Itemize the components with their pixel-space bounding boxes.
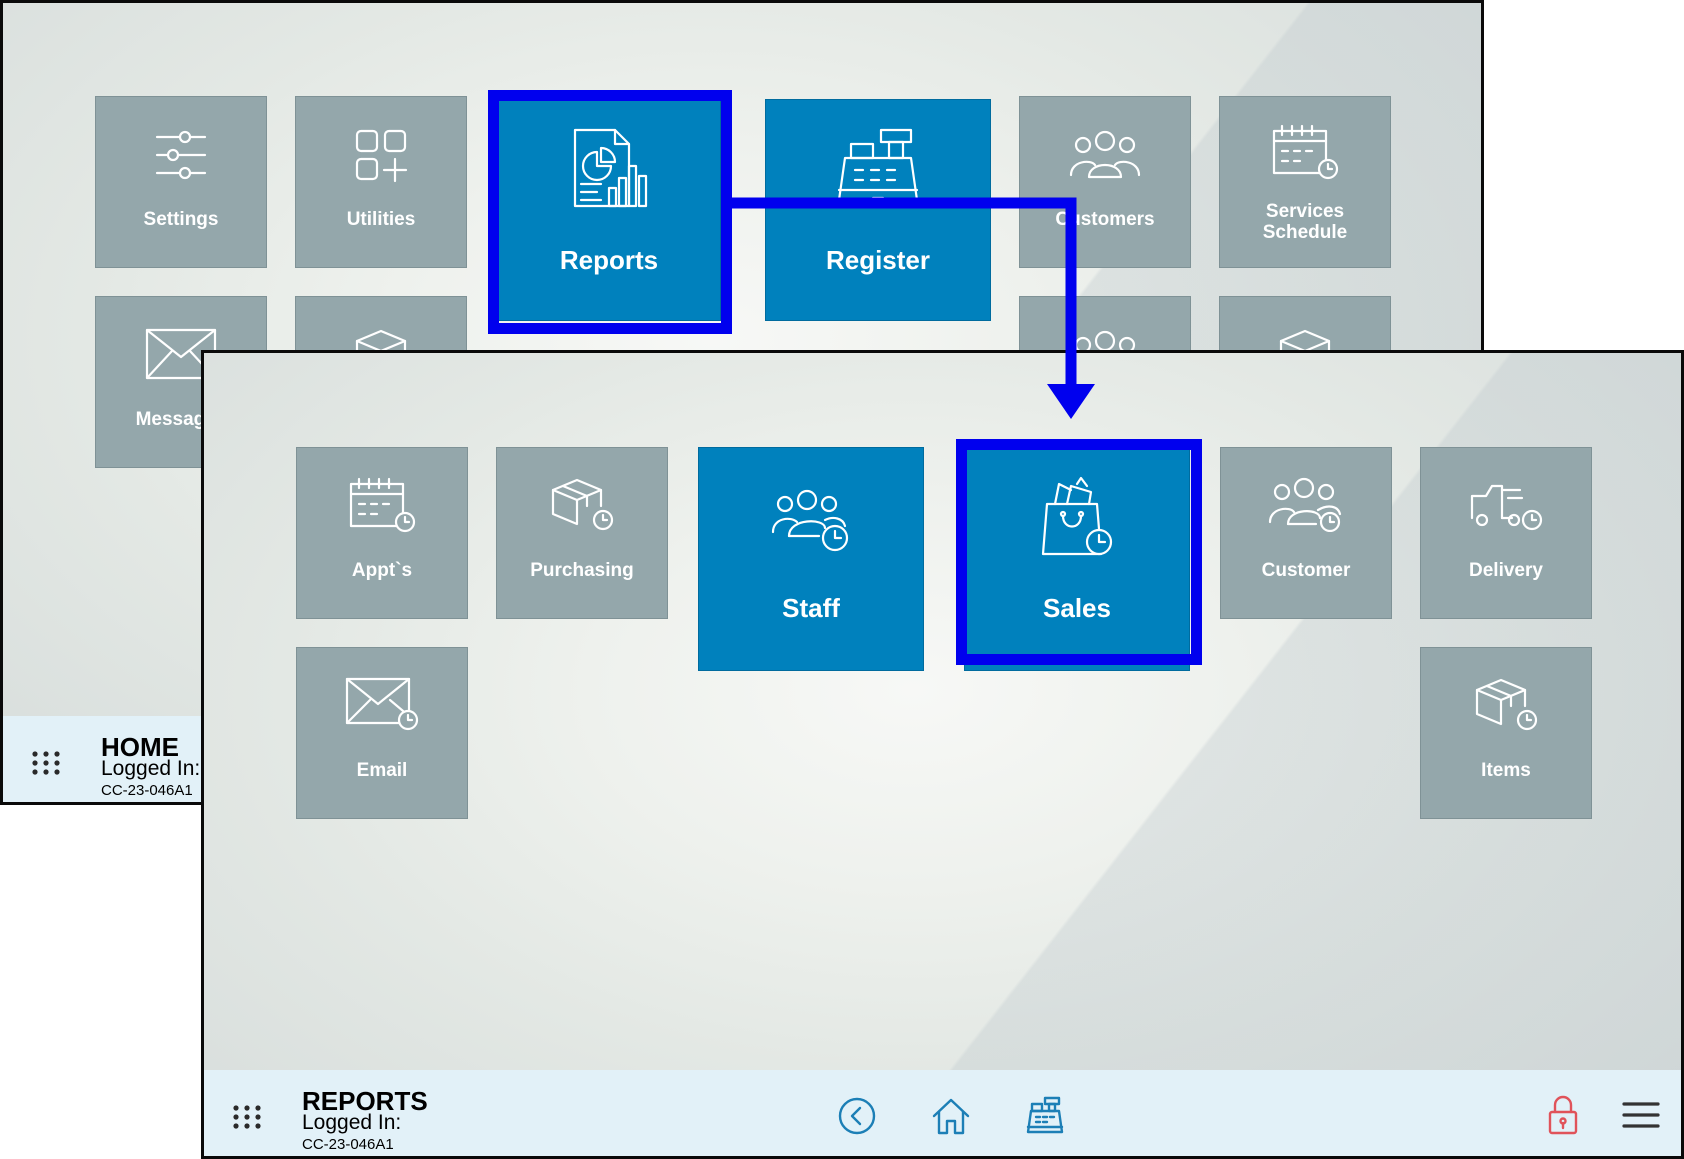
apps-plus-icon [355, 129, 408, 183]
tile-label: Services Schedule [1262, 201, 1348, 243]
shopping-bag-clock-icon [1041, 476, 1113, 556]
calendar-clock-icon [349, 477, 416, 533]
report-chart-icon [573, 128, 648, 208]
tile-label: Customers [1055, 209, 1155, 230]
tile-delivery[interactable]: Delivery [1420, 447, 1592, 619]
tile-label: Sales [1043, 593, 1111, 623]
tile-label: Appt`s [351, 560, 413, 581]
tile-reports[interactable]: Reports [497, 99, 721, 321]
tile-staff[interactable]: Staff [698, 447, 924, 671]
menu-button[interactable] [1622, 1100, 1660, 1135]
logged-in-label: Logged In: [302, 1111, 402, 1134]
tile-label: Utilities [346, 209, 416, 230]
tile-label: Register [825, 245, 931, 275]
tile-label: Staff [782, 593, 840, 623]
cash-register-icon [837, 128, 919, 202]
tile-sales[interactable]: Sales [964, 447, 1190, 671]
page-title: REPORTS [302, 1086, 428, 1116]
tile-purchasing[interactable]: Purchasing [496, 447, 668, 619]
tile-label: Settings [143, 209, 219, 230]
register-button[interactable] [1025, 1096, 1065, 1141]
tile-appts[interactable]: Appt`s [296, 447, 468, 619]
delivery-truck-icon [1470, 484, 1543, 531]
tile-label: Reports [559, 245, 659, 275]
logged-in-label: Logged In: [101, 757, 201, 780]
tile-customer[interactable]: Customer [1220, 447, 1392, 619]
hamburger-menu-icon [1622, 1102, 1660, 1128]
home-button[interactable] [930, 1096, 972, 1141]
tile-email[interactable]: Email [296, 647, 468, 819]
page-title: HOME [101, 732, 179, 762]
box-clock-icon [551, 478, 614, 531]
store-id: CC-23-046A1 [302, 1136, 394, 1153]
bottom-bar: REPORTS Logged In: CC-23-046A1 [204, 1070, 1681, 1156]
cash-register-icon [1026, 1096, 1064, 1134]
tile-customers[interactable]: Customers [1019, 96, 1191, 268]
app-grid-icon[interactable] [232, 1104, 262, 1135]
tile-utilities[interactable]: Utilities [295, 96, 467, 268]
tile-label: Items [1481, 760, 1531, 781]
box-clock-icon [1475, 678, 1538, 731]
sliders-icon [155, 130, 207, 180]
users-group-icon [1069, 130, 1141, 179]
padlock-icon [1548, 1095, 1578, 1135]
tile-settings[interactable]: Settings [95, 96, 267, 268]
reports-screen: Appt`s Purchasing Staff Sales [201, 350, 1684, 1159]
tile-label: Email [356, 760, 408, 781]
tile-label: Delivery [1469, 560, 1543, 581]
store-id: CC-23-046A1 [101, 782, 193, 799]
calendar-clock-icon [1272, 124, 1339, 180]
tile-label: Customer [1261, 560, 1351, 581]
staff-clock-icon [771, 489, 849, 552]
tile-label: Purchasing [530, 560, 634, 581]
envelope-clock-icon [345, 677, 419, 731]
lock-button[interactable] [1547, 1094, 1579, 1141]
users-clock-icon [1268, 477, 1342, 532]
app-grid-icon[interactable] [31, 750, 61, 781]
tile-services-schedule[interactable]: Services Schedule [1219, 96, 1391, 268]
tile-items[interactable]: Items [1420, 647, 1592, 819]
chevron-left-circle-icon [838, 1097, 876, 1135]
home-icon [932, 1098, 970, 1135]
back-button[interactable] [837, 1096, 877, 1141]
tile-register[interactable]: Register [765, 99, 991, 321]
